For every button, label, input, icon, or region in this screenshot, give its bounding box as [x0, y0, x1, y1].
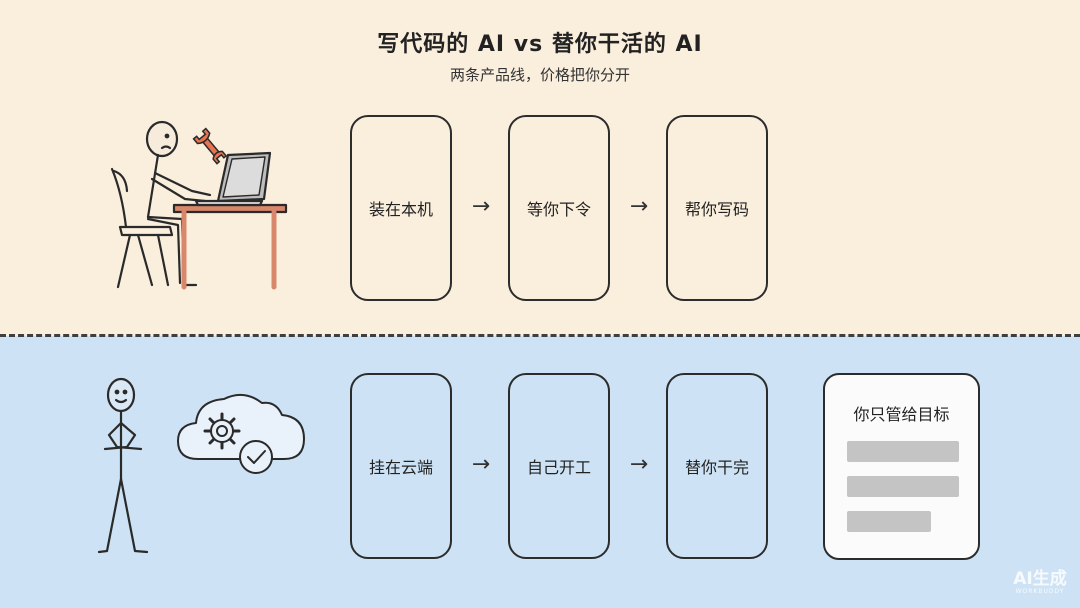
person-arms-crossed-illustration	[97, 377, 149, 554]
flow-step-top-2: 等你下令	[508, 115, 610, 301]
flow-step-bottom-1: 挂在云端	[350, 373, 452, 559]
flow-arrow-top-1: →	[471, 194, 491, 219]
page-title: 写代码的 AI vs 替你干活的 AI	[377, 32, 703, 57]
placeholder-line-2	[847, 476, 959, 497]
wrench-icon	[192, 127, 228, 165]
placeholder-line-3	[847, 511, 931, 532]
watermark-sub: WORKBUDDY	[1015, 588, 1065, 595]
flow-arrow-bottom-1: →	[471, 452, 491, 477]
goal-card-title: 你只管给目标	[853, 405, 950, 424]
watermark-main: AI生成	[1013, 569, 1067, 589]
flow-step-top-3: 帮你写码	[666, 115, 768, 301]
person-at-laptop-illustration	[110, 120, 288, 290]
cloud-gear-check-icon	[177, 393, 305, 474]
flow-arrow-top-2: →	[629, 194, 649, 219]
page-subtitle: 两条产品线，价格把你分开	[449, 66, 630, 84]
flow-step-bottom-2: 自己开工	[508, 373, 610, 559]
placeholder-line-1	[847, 441, 959, 462]
flow-step-bottom-3: 替你干完	[666, 373, 768, 559]
goal-card: 你只管给目标	[823, 373, 980, 560]
ai-generated-watermark: AI生成 WORKBUDDY	[1002, 570, 1078, 596]
flow-arrow-bottom-2: →	[629, 452, 649, 477]
flow-step-top-1: 装在本机	[350, 115, 452, 301]
section-divider	[0, 334, 1080, 337]
